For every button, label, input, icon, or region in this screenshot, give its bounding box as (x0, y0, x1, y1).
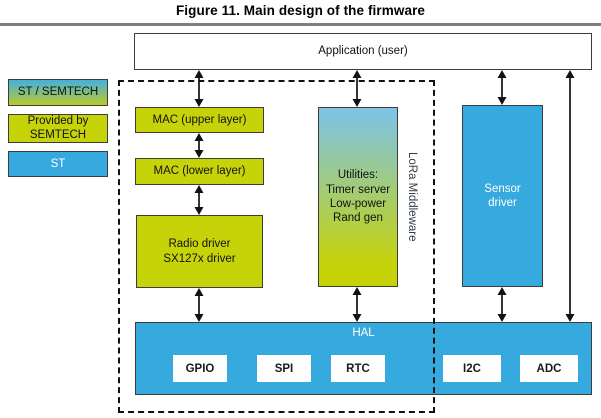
lora-middleware-label: LoRa Middleware (406, 152, 418, 242)
hal-module-rtc: RTC (331, 355, 385, 382)
hal-module-spi: SPI (257, 355, 311, 382)
mac-lower-layer-box: MAC (lower layer) (135, 158, 264, 185)
legend-provided-by-semtech: Provided by SEMTECH (8, 114, 108, 143)
arrow-app-sensor (497, 70, 507, 105)
arrow-app-mac (194, 70, 204, 107)
hal-module-adc: ADC (520, 355, 578, 382)
utilities-box: Utilities: Timer server Low-power Rand g… (318, 107, 398, 287)
legend-st-semtech: ST / SEMTECH (8, 79, 108, 106)
hal-label: HAL (352, 327, 375, 339)
application-box: Application (user) (134, 33, 592, 70)
arrow-sensor-hal (497, 287, 507, 322)
sensor-driver-box: Sensor driver (462, 105, 543, 287)
arrow-radio-hal (194, 288, 204, 322)
arrow-app-utilities (352, 70, 362, 107)
arrow-app-hal (565, 70, 575, 322)
arrow-mac-radio (194, 185, 204, 215)
hal-module-gpio: GPIO (173, 355, 227, 382)
hal-module-i2c: I2C (443, 355, 501, 382)
figure-title: Figure 11. Main design of the firmware (175, 3, 426, 18)
title-divider (0, 23, 601, 26)
arrow-utilities-hal (352, 287, 362, 322)
mac-upper-layer-box: MAC (upper layer) (135, 107, 264, 133)
legend-st: ST (8, 151, 108, 177)
arrow-mac-upper-lower (194, 133, 204, 158)
radio-driver-box: Radio driver SX127x driver (136, 215, 263, 288)
